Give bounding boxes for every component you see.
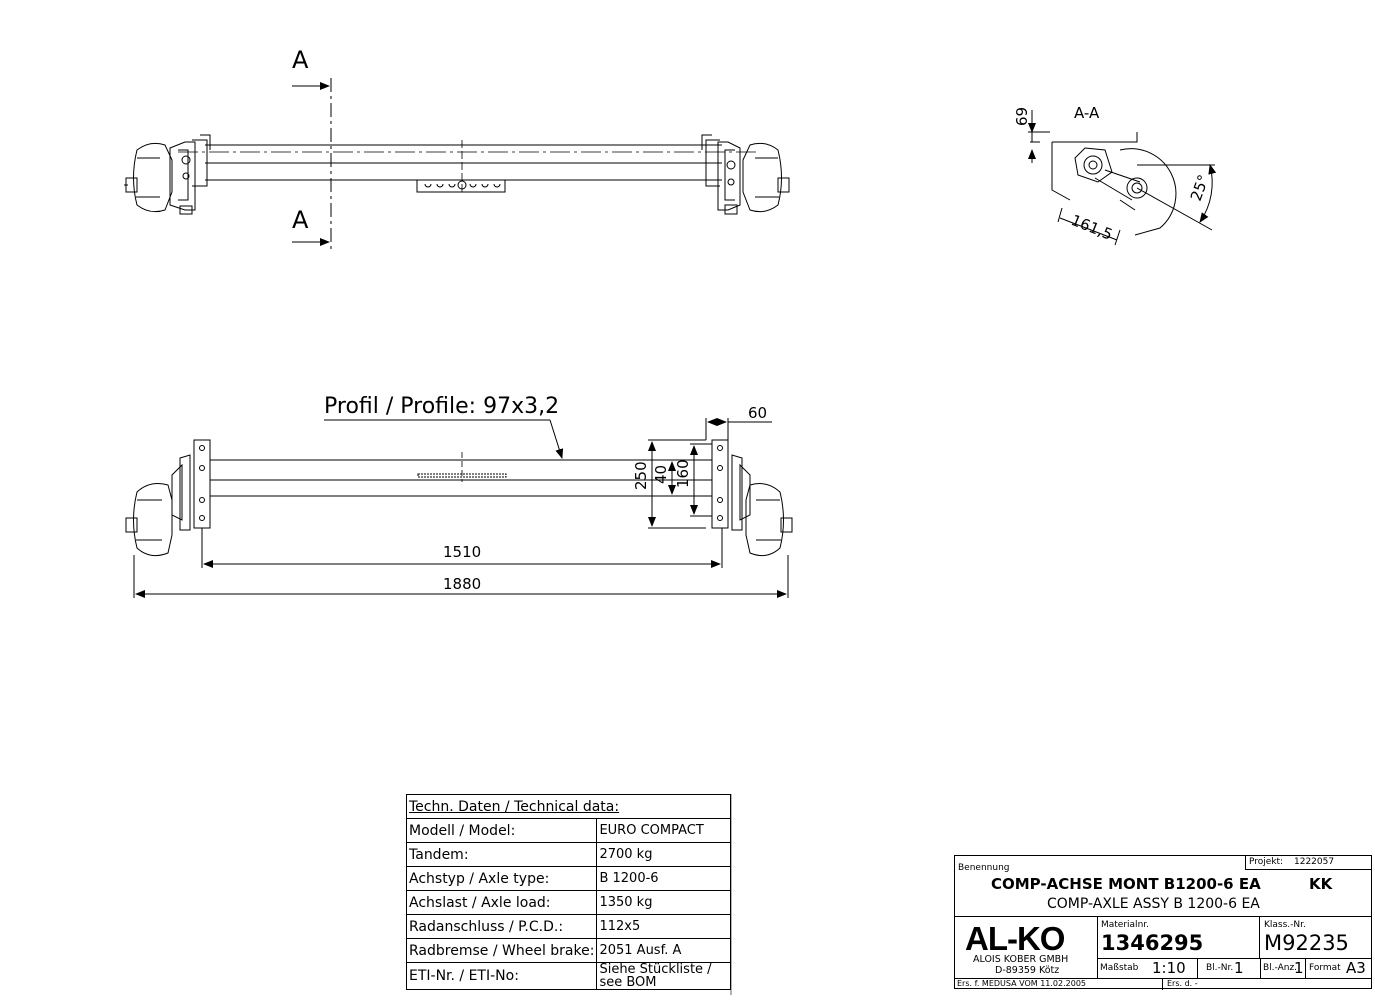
row-value: 112x5: [596, 914, 731, 939]
row-value: 1350 kg: [596, 890, 731, 915]
section-a-a-view: [1028, 110, 1217, 246]
scale-label: Maßstab: [1100, 963, 1139, 973]
section-label-top: A: [292, 46, 309, 74]
klass-number: M92235: [1264, 931, 1349, 955]
projekt-label: Projekt:: [1249, 857, 1284, 867]
profile-label: Profil / Profile: 97x3,2: [324, 394, 559, 419]
right-brake-drum: [742, 142, 790, 213]
right-bracket: [711, 439, 751, 531]
center-plate: [416, 180, 506, 193]
table-row: Achslast / Axle load: 1350 kg: [405, 890, 731, 915]
row-value: 2051 Ausf. A: [596, 938, 731, 963]
dim-1880: 1880: [443, 575, 481, 593]
section-line: [292, 78, 332, 250]
left-brake-drum: [124, 142, 173, 213]
dim-40: 40: [652, 465, 670, 484]
section-label-bottom: A: [292, 206, 309, 234]
row-label: Radbremse / Wheel brake:: [405, 938, 598, 963]
sheets-label: Bl.-Anz.: [1263, 963, 1298, 973]
company-address: D-89359 Kötz: [995, 965, 1060, 976]
logo-area: AL-KO ALOIS KOBER GMBH D-89359 Kötz: [955, 916, 1098, 978]
sheets-value: 1: [1294, 959, 1304, 977]
title-block: Benennung Projekt: 1222057 COMP-ACHSE MO…: [954, 855, 1372, 990]
benennung-label: Benennung: [958, 863, 1010, 873]
left-hub: [169, 134, 211, 215]
scale-row: Maßstab 1:10 Bl.-Nr. 1 Bl.-Anz. 1 Format…: [1098, 958, 1371, 979]
table-row: Radanschluss / P.C.D.: 112x5: [405, 914, 731, 939]
material-number: 1346295: [1101, 931, 1204, 955]
axle-plan-view: [125, 418, 793, 598]
row-label: Achstyp / Axle type:: [405, 866, 598, 891]
technical-data-table: Techn. Daten / Technical data: Modell / …: [405, 794, 731, 990]
row-label: Modell / Model:: [405, 818, 598, 843]
dim-160: 160: [674, 459, 692, 488]
table-row: ETI-Nr. / ETI-No: Siehe Stückliste / see…: [405, 962, 731, 990]
dim-250: 250: [632, 461, 650, 490]
scale-value: 1:10: [1152, 959, 1186, 977]
dim-1510: 1510: [443, 543, 481, 561]
sheet-value: 1: [1234, 959, 1244, 977]
row-label: Tandem:: [405, 842, 598, 867]
axle-front-view: [124, 134, 790, 215]
row-label: ETI-Nr. / ETI-No:: [405, 962, 598, 990]
projekt-value: 1222057: [1294, 857, 1335, 867]
title-en: COMP-AXLE ASSY B 1200-6 EA: [1047, 896, 1260, 912]
format-label: Format: [1309, 963, 1341, 973]
table-row: Modell / Model: EURO COMPACT: [405, 818, 731, 843]
replaced-by-text: Ers. d. -: [1167, 979, 1198, 988]
right-hub: [701, 134, 741, 215]
table-row: Tandem: 2700 kg: [405, 842, 731, 867]
table-row: Achstyp / Axle type: B 1200-6: [405, 866, 731, 891]
material-label: Materialnr.: [1101, 920, 1150, 930]
row-value: Siehe Stückliste / see BOM: [596, 962, 731, 990]
klass-cell: Klass.-Nr. M92235: [1260, 916, 1371, 958]
row-value: 2700 kg: [596, 842, 731, 867]
sheet-label: Bl.-Nr.: [1206, 963, 1234, 973]
alko-logo: AL-KO: [965, 920, 1065, 957]
left-bracket: [171, 439, 211, 531]
right-drum-plan: [745, 483, 793, 557]
left-drum-plan: [125, 483, 173, 557]
dim-60: 60: [748, 404, 767, 422]
row-label: Achslast / Axle load:: [405, 890, 598, 915]
dim-69: 69: [1013, 107, 1031, 126]
section-view-title: A-A: [1074, 104, 1100, 122]
dim-25-deg: 25°: [1187, 172, 1213, 203]
format-value: A3: [1346, 959, 1366, 977]
revision-row: Ers. f. MEDUSA VOM 11.02.2005 Ers. d. -: [955, 978, 1371, 990]
company-name: ALOIS KOBER GMBH: [973, 954, 1069, 965]
dim-161-5: 161,5: [1069, 211, 1116, 244]
title-de: COMP-ACHSE MONT B1200-6 EA: [991, 875, 1261, 893]
row-value: B 1200-6: [596, 866, 731, 891]
row-value: EURO COMPACT: [596, 818, 731, 843]
projekt-box: Projekt: 1222057: [1245, 856, 1371, 870]
replaces-text: Ers. f. MEDUSA VOM 11.02.2005: [957, 979, 1087, 988]
row-label: Radanschluss / P.C.D.:: [405, 914, 598, 939]
klass-label: Klass.-Nr.: [1264, 920, 1306, 930]
title-code: KK: [1309, 875, 1333, 893]
table-row: Radbremse / Wheel brake: 2051 Ausf. A: [405, 938, 731, 963]
tech-data-header: Techn. Daten / Technical data:: [406, 794, 731, 819]
material-cell: Materialnr. 1346295: [1098, 916, 1260, 958]
